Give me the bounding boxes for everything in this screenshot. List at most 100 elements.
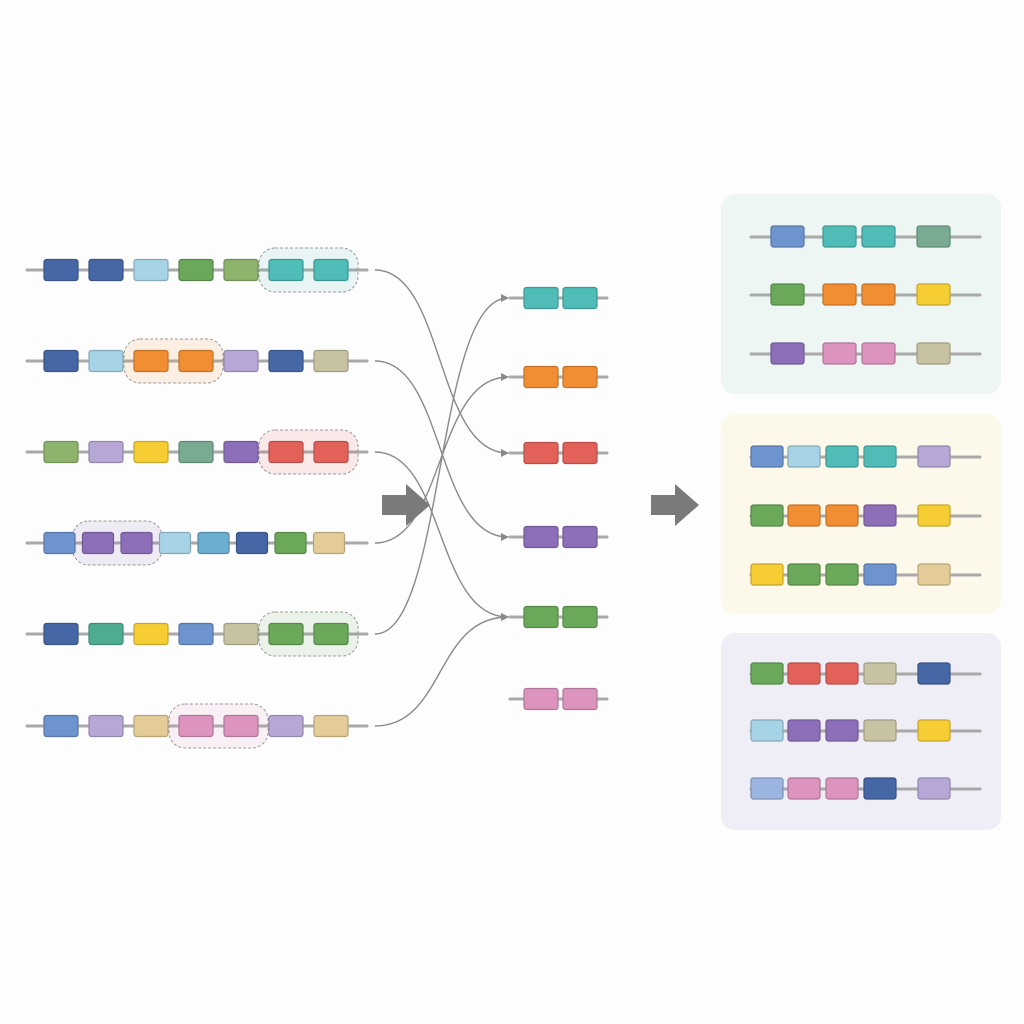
sequence-block — [268, 258, 304, 282]
sequence-block — [822, 342, 857, 365]
sequence-block — [88, 714, 124, 738]
sequence-block — [313, 714, 349, 738]
sequence-block — [43, 622, 79, 646]
sequence-block — [235, 531, 269, 555]
connector-arrow — [374, 451, 509, 621]
sequence-block — [863, 662, 897, 685]
sequence-block — [917, 563, 951, 586]
sequence-block — [863, 777, 897, 800]
sequence-block — [861, 225, 896, 248]
sequence-block — [863, 719, 897, 742]
flow-arrows — [382, 484, 699, 526]
sequence-block — [178, 349, 214, 373]
sequence-block — [88, 440, 124, 464]
sequence-block — [178, 622, 214, 646]
sequence-block — [268, 714, 304, 738]
sequence-block — [120, 531, 153, 555]
recombined-sequence — [749, 719, 982, 742]
extracted-pair-4 — [508, 525, 609, 549]
pair-block — [562, 525, 598, 549]
pair-block — [523, 687, 559, 711]
sequence-block — [750, 662, 784, 685]
connector-layer — [374, 269, 509, 727]
sequence-block — [750, 563, 784, 586]
connector-arrow — [374, 294, 509, 635]
pair-block — [523, 441, 559, 465]
sequence-block — [158, 531, 192, 555]
sequence-block — [133, 258, 169, 282]
sequence-block — [787, 662, 821, 685]
sequence-block — [750, 445, 784, 468]
source-sequence-2 — [25, 338, 369, 384]
sequence-block — [43, 531, 76, 555]
recombined-group-3 — [721, 633, 1001, 830]
sequence-block — [313, 622, 349, 646]
sequence-block — [223, 349, 259, 373]
recombined-sequence — [749, 283, 982, 306]
connector-arrow — [374, 360, 509, 541]
sequence-block — [917, 719, 951, 742]
sequence-block — [917, 445, 951, 468]
sequence-block — [787, 504, 821, 527]
source-sequence-1 — [25, 247, 369, 293]
sequence-block — [133, 440, 169, 464]
sequence-block — [863, 563, 897, 586]
sequence-block — [223, 714, 259, 738]
connector-arrow — [374, 613, 509, 727]
sequence-block — [133, 622, 169, 646]
sequence-block — [43, 440, 79, 464]
sequence-block — [916, 283, 951, 306]
sequence-block — [88, 622, 124, 646]
sequence-block — [223, 622, 259, 646]
source-sequence-4 — [25, 520, 369, 566]
sequence-block — [178, 258, 214, 282]
recombined-sequence — [749, 563, 982, 586]
sequence-block — [863, 504, 897, 527]
extracted-pair-6 — [508, 687, 609, 711]
sequence-block — [43, 349, 79, 373]
sequence-block — [750, 719, 784, 742]
sequence-block — [861, 283, 896, 306]
pair-block — [523, 365, 559, 389]
pair-block — [562, 441, 598, 465]
source-sequence-3 — [25, 429, 369, 475]
sequence-block — [917, 662, 951, 685]
recombined-sequence — [749, 662, 982, 685]
recombined-group-2 — [721, 414, 1001, 614]
pair-block — [562, 286, 598, 310]
recombined-sequence — [749, 504, 982, 527]
sequence-block — [770, 283, 805, 306]
flow-arrow-right-icon — [382, 484, 430, 526]
sequence-block — [822, 225, 857, 248]
extracted-pair-1 — [508, 286, 609, 310]
sequence-block — [313, 349, 349, 373]
sequence-block — [312, 531, 346, 555]
sequence-block — [178, 440, 214, 464]
pair-block — [562, 365, 598, 389]
sequence-block — [787, 563, 821, 586]
source-sequence-6 — [25, 703, 369, 749]
sequence-block — [133, 714, 169, 738]
sequence-block — [268, 440, 304, 464]
sequence-block — [750, 504, 784, 527]
sequence-block — [43, 714, 79, 738]
sequence-block — [178, 714, 214, 738]
pair-block — [562, 605, 598, 629]
sequence-block — [268, 349, 304, 373]
sequence-block — [268, 622, 304, 646]
pair-block — [562, 687, 598, 711]
sequence-block — [825, 445, 859, 468]
sequence-block — [197, 531, 230, 555]
sequence-block — [825, 719, 859, 742]
sequence-block — [223, 258, 259, 282]
recombined-sequence — [749, 225, 982, 248]
extracted-pairs — [508, 286, 609, 711]
recombined-groups — [721, 194, 1001, 830]
sequence-block — [313, 440, 349, 464]
sequence-block — [750, 777, 784, 800]
sequence-block — [787, 777, 821, 800]
extracted-pair-3 — [508, 441, 609, 465]
sequence-block — [861, 342, 896, 365]
sequence-block — [133, 349, 169, 373]
